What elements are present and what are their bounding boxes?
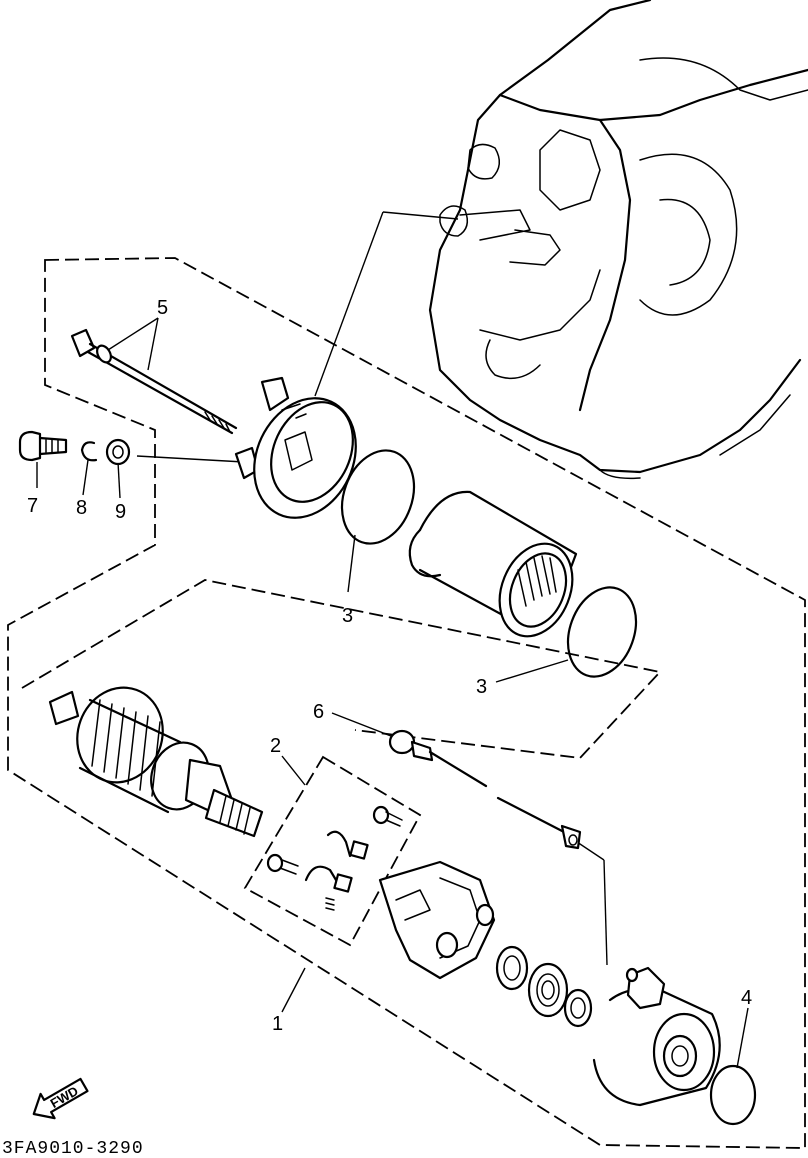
o-ring-4	[709, 1064, 757, 1126]
starter-front-cover	[234, 376, 357, 519]
long-through-bolt	[70, 328, 238, 435]
starter-rear-cover	[592, 966, 721, 1107]
brush-kit	[266, 805, 403, 911]
armature	[48, 686, 264, 838]
callout-6: 6	[313, 701, 324, 723]
bearing	[527, 962, 569, 1018]
washer-9	[105, 438, 131, 466]
callout-3-upper: 3	[342, 605, 353, 627]
outer-assembly-boundary	[7, 257, 806, 1149]
inner-assembly-boundary	[21, 579, 662, 759]
diagram-code: 3FA9010-3290	[2, 1139, 144, 1158]
starter-yoke	[408, 490, 578, 638]
terminal-lead	[388, 729, 582, 850]
callout-2: 2	[270, 735, 281, 757]
callout-7: 7	[27, 495, 38, 517]
brush-holder-bracket	[378, 860, 496, 980]
callout-3-lower: 3	[476, 676, 487, 698]
callout-9: 9	[115, 501, 126, 523]
brush-kit-boundary	[243, 755, 422, 947]
bolt-7	[18, 430, 68, 462]
callout-8: 8	[76, 497, 87, 519]
circlip-8	[80, 441, 98, 462]
crankcase-outline	[428, 0, 808, 480]
oil-seal	[495, 945, 529, 991]
leader-lines	[36, 211, 749, 1069]
o-ring-3-lower	[566, 586, 638, 678]
callout-4: 4	[741, 987, 752, 1009]
callout-5: 5	[157, 297, 168, 319]
o-ring-3-upper	[340, 449, 416, 545]
washer-seal	[563, 988, 593, 1028]
fwd-arrow-icon: FWD	[32, 1077, 89, 1120]
callout-1: 1	[272, 1013, 283, 1035]
